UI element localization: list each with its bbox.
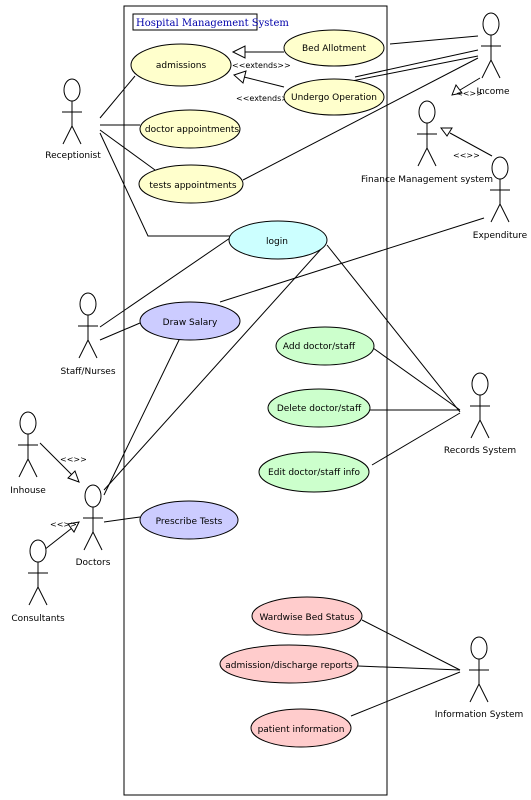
use-case-wardwise-bed[interactable]: Wardwise Bed Status <box>251 596 363 636</box>
actor-expenditure[interactable]: Expenditure <box>473 156 528 241</box>
svg-text:Undergo Operation: Undergo Operation <box>291 93 377 103</box>
svg-text:Expenditure: Expenditure <box>473 231 528 241</box>
svg-text:Income: Income <box>476 87 510 97</box>
use-case-bed-allotment[interactable]: Bed Allotment <box>283 29 385 67</box>
actor-finance-management[interactable]: Finance Management system <box>361 100 493 185</box>
actor-records-system[interactable]: Records System <box>444 372 516 456</box>
system-boundary <box>123 5 388 796</box>
svg-text:Draw Salary: Draw Salary <box>163 318 218 328</box>
use-case-tests-appointments[interactable]: tests appointments <box>138 164 244 204</box>
svg-text:Add doctor/staff: Add doctor/staff <box>283 342 356 352</box>
svg-text:Information System: Information System <box>435 710 524 720</box>
actor-inhouse[interactable]: Inhouse <box>10 411 46 496</box>
use-case-prescribe-tests[interactable]: Prescribe Tests <box>139 500 239 540</box>
svg-text:Bed Allotment: Bed Allotment <box>302 44 366 54</box>
actor-staff-nurses[interactable]: Staff/Nurses <box>60 292 116 377</box>
use-case-patient-info[interactable]: patient information <box>250 708 352 748</box>
use-case-delete-doctor[interactable]: Delete doctor/staff <box>267 388 371 428</box>
svg-text:Wardwise Bed Status: Wardwise Bed Status <box>259 613 354 623</box>
svg-text:Prescribe Tests: Prescribe Tests <box>156 517 223 527</box>
use-case-undergo-operation[interactable]: Undergo Operation <box>283 78 385 116</box>
svg-text:login: login <box>266 237 288 247</box>
actor-income[interactable]: Income <box>476 12 510 97</box>
svg-text:patient information: patient information <box>258 725 345 735</box>
svg-text:Delete doctor/staff: Delete doctor/staff <box>277 404 362 414</box>
svg-text:admission/discharge reports: admission/discharge reports <box>225 661 353 671</box>
svg-text:admissions: admissions <box>156 61 207 71</box>
actor-information-system[interactable]: Information System <box>435 636 524 720</box>
gen-expenditure-label: <<>> <box>453 151 480 160</box>
svg-text:Inhouse: Inhouse <box>10 486 46 496</box>
system-title-box <box>132 13 258 31</box>
svg-text:Receptionist: Receptionist <box>45 151 101 161</box>
svg-text:Records System: Records System <box>444 446 516 456</box>
svg-text:tests appointments: tests appointments <box>149 181 237 191</box>
extends-label-operation: <<extends>> <box>236 94 295 103</box>
use-case-login[interactable]: login <box>228 220 328 260</box>
actor-consultants[interactable]: Consultants <box>11 539 65 624</box>
gen-income-label: <<>> <box>456 89 483 98</box>
use-case-doctor-appointments[interactable]: doctor appointments <box>139 109 241 149</box>
svg-text:Consultants: Consultants <box>11 614 65 624</box>
svg-text:Doctors: Doctors <box>76 558 111 568</box>
use-case-add-doctor[interactable]: Add doctor/staff <box>275 326 375 366</box>
use-case-draw-salary[interactable]: Draw Salary <box>139 301 241 341</box>
gen-consultants-label: <<>> <box>50 520 77 529</box>
svg-text:Staff/Nurses: Staff/Nurses <box>60 367 115 377</box>
use-case-admission-reports[interactable]: admission/discharge reports <box>219 644 359 684</box>
use-case-edit-doctor[interactable]: Edit doctor/staff info <box>258 451 370 493</box>
svg-text:Finance Management system: Finance Management system <box>361 175 493 185</box>
actor-receptionist[interactable]: Receptionist <box>45 78 101 161</box>
gen-inhouse-label: <<>> <box>60 455 87 464</box>
extends-label-bed: <<extends>> <box>232 61 291 70</box>
svg-text:doctor appointments: doctor appointments <box>145 125 239 135</box>
system-title: Hospital Management System <box>136 18 289 29</box>
extends-relations: <<extends>> <<extends>> <box>231 45 295 103</box>
actor-doctors[interactable]: Doctors <box>76 484 111 568</box>
use-case-admissions[interactable]: admissions <box>130 43 232 87</box>
generalizations: <<>> <<>> <<>> <<>> <box>39 77 493 551</box>
svg-text:Edit doctor/staff info: Edit doctor/staff info <box>268 468 360 478</box>
associations <box>99 35 485 717</box>
